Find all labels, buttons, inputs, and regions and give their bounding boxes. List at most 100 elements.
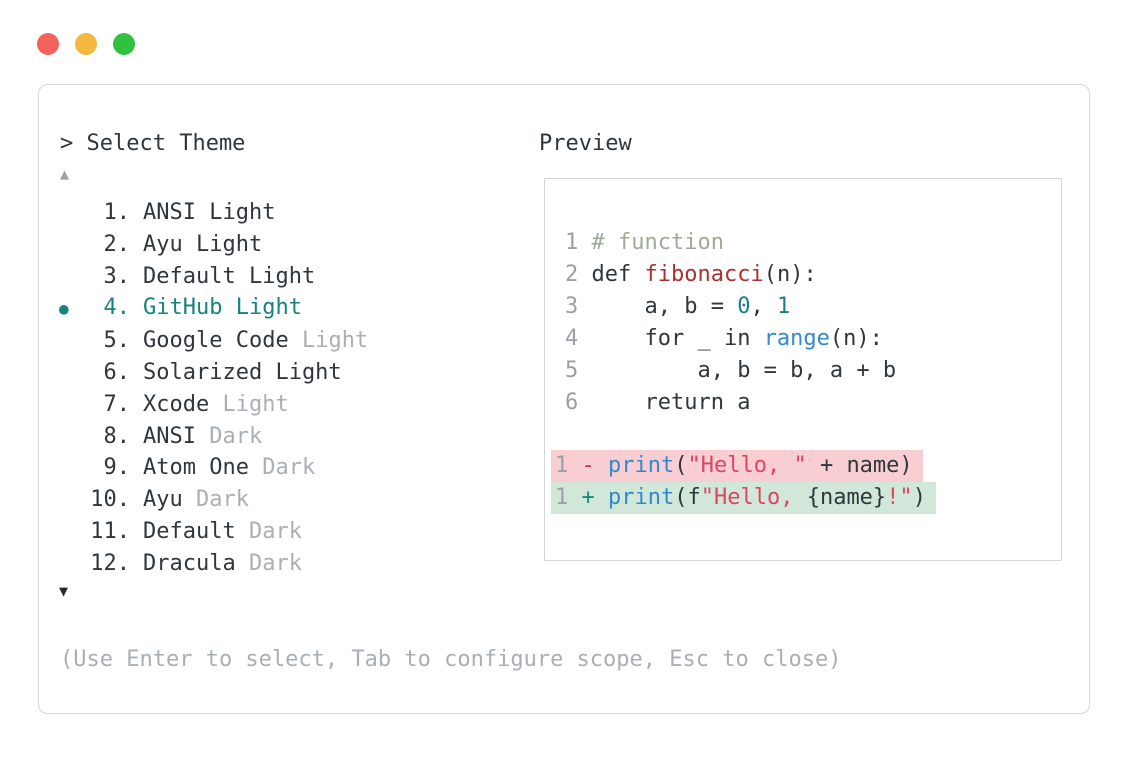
scroll-down-icon[interactable]: ▼ [59,582,69,600]
code-token: return a [591,389,751,415]
code-token: for _ in [591,325,764,351]
theme-number: 11. [90,518,130,544]
minimize-button[interactable] [75,33,97,55]
theme-item-12[interactable]: 12. Dracula Dark [59,548,368,580]
line-number: 1 [555,453,569,479]
theme-name: Dracula [143,550,236,576]
theme-number: 9. [103,455,131,481]
code-line: 2 def fibonacci(n): [565,259,1061,291]
line-number: 1 [555,485,569,511]
code-token: "Hello, " [687,453,807,479]
theme-number: 8. [103,423,131,449]
line-number: 4 [565,325,579,351]
theme-name: ANSI [143,423,196,449]
theme-item-6[interactable]: 6. Solarized Light [59,357,368,389]
code-line: 4 for _ in range(n): [565,323,1061,355]
theme-number: 12. [90,550,130,576]
theme-variant: Light [301,328,369,354]
theme-name: Google Code [143,328,289,354]
theme-name: ANSI Light [143,200,276,225]
theme-number: 2. [103,231,131,257]
theme-variant: Light [222,391,289,417]
line-number: 1 [565,230,579,255]
code-token: !" [886,485,913,511]
theme-item-10[interactable]: 10. Ayu Dark [59,484,368,516]
zoom-button[interactable] [113,33,135,55]
code-token: # function [591,230,724,255]
code-token: (f [674,485,701,511]
theme-number: 3. [103,263,131,289]
theme-name: GitHub Light [143,295,302,321]
code-line: 5 a, b = b, a + b [565,355,1061,387]
theme-item-5[interactable]: 5.Google Code Light [59,325,369,357]
diff-highlight: 1 - print("Hello, " + name) [551,450,923,483]
theme-name: Default [143,518,236,544]
theme-item-7[interactable]: 7. Xcode Light [59,389,368,421]
theme-item-1[interactable]: 1. ANSI Light [59,197,368,229]
theme-variant: Dark [262,455,316,481]
keyboard-hint: (Use Enter to select, Tab to configure s… [60,647,842,672]
code-token: a, b = [591,293,738,319]
theme-number: 6. [103,359,131,385]
code-token: {name} [806,485,887,511]
code-token: fibonacci [644,261,764,287]
code-token: "Hello, [700,485,807,511]
code-token: a, b = b, a + b [591,357,897,383]
diff-added-line: 1 + print(f"Hello, {name}!") [551,482,1061,515]
code-token: 0 [737,293,751,319]
theme-number: 1. [103,200,131,225]
code-line: 1 # function [565,227,1061,259]
theme-number: 10. [90,487,130,513]
theme-item-3[interactable]: 3. Default Light [59,261,368,293]
code-token: print [608,453,675,479]
code-token: (n): [829,325,883,351]
theme-item-11[interactable]: 11. Default Dark [59,516,368,548]
theme-name: Ayu Light [143,231,263,257]
line-number: 5 [565,357,579,383]
theme-variant: Dark [248,550,302,576]
theme-variant: Dark [248,518,302,544]
selected-bullet: ● [59,299,69,319]
line-number: 6 [565,389,579,415]
diff-highlight: 1 + print(f"Hello, {name}!") [551,482,936,515]
code-token: def [591,261,645,287]
theme-item-4[interactable]: ● 4. GitHub Light [59,292,368,325]
addition-marker-icon: + [581,485,595,511]
code-token: , [750,293,777,319]
window-controls [37,33,135,55]
code-line: 6 return a [565,387,1061,419]
theme-name: Ayu [143,487,183,513]
line-number: 3 [565,293,579,319]
code-token: ) [912,485,926,511]
close-button[interactable] [37,33,59,55]
preview-title: Preview [539,131,632,156]
theme-variant: Dark [209,423,263,449]
diff-deleted-line: 1 - print("Hello, " + name) [551,450,1061,483]
theme-name: Default Light [143,263,316,289]
theme-number: 4. [103,295,131,321]
code-token: range [763,325,830,351]
theme-variant: Dark [196,487,249,513]
theme-number: 7. [103,391,131,417]
dialog-title: > Select Theme [60,131,246,156]
theme-picker-dialog: > Select Theme ▲ 1. ANSI Light 2. Ayu Light… [38,84,1090,714]
theme-name: Atom One [143,455,249,481]
theme-list: 1. ANSI Light 2. Ayu Light 3. Default Light ● 4… [59,197,368,580]
code-token: + name) [806,453,913,479]
code-token: (n): [763,261,817,287]
line-number: 2 [565,261,579,287]
deletion-marker-icon: - [581,453,595,479]
code-token: print [608,485,675,511]
theme-item-2[interactable]: 2. Ayu Light [59,229,368,261]
code-line: 3 a, b = 0, 1 [565,291,1061,323]
theme-name: Solarized Light [143,359,342,385]
code-token: 1 [776,293,791,319]
theme-item-9[interactable]: 9. Atom One Dark [59,452,368,484]
scroll-up-icon[interactable]: ▲ [60,165,70,183]
code-token: ( [674,453,688,479]
theme-item-8[interactable]: 8. ANSI Dark [59,421,368,453]
theme-name: Xcode [143,391,210,417]
blank-line [565,418,1061,450]
